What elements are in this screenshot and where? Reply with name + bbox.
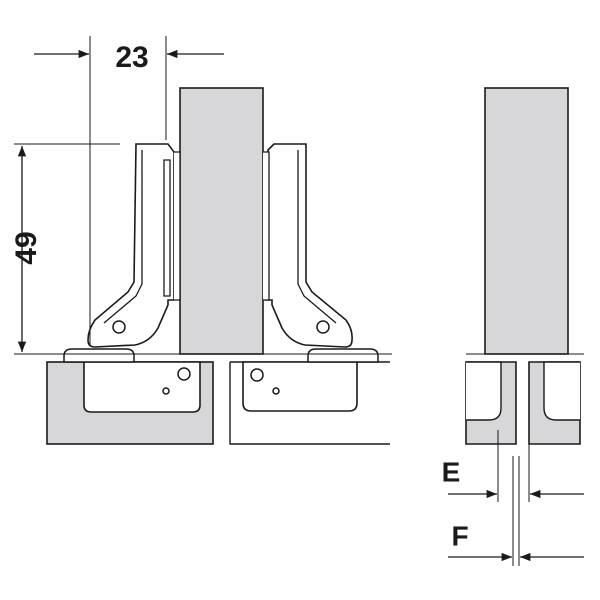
dim-23-label: 23	[115, 41, 148, 74]
left-door-panel	[179, 87, 264, 355]
center-arm-inner-line	[297, 150, 337, 324]
dimension-23: 23	[34, 41, 224, 74]
section-right-cup-cavity	[543, 361, 580, 421]
left-arm-inner-line	[103, 150, 143, 324]
dim-e-label: E	[442, 456, 461, 487]
left-base-tab	[63, 348, 135, 363]
center-base-tab	[307, 348, 379, 363]
dimension-49: 49	[10, 146, 43, 352]
left-plate-pin	[162, 387, 170, 395]
left-arm-rivet	[112, 320, 126, 334]
dim-f-label: F	[451, 520, 468, 551]
dimension-f: F	[448, 520, 584, 562]
section-left-cup-cavity	[466, 361, 502, 421]
center-hinge-arm	[265, 143, 353, 348]
center-arm-rivet	[316, 320, 330, 334]
center-cup-edge	[263, 151, 270, 301]
left-mounting-plate	[83, 361, 201, 413]
center-plate-pin	[272, 387, 280, 395]
dim-49-label: 49	[10, 231, 43, 264]
dimension-e: E	[442, 456, 584, 499]
left-cup-flange	[174, 151, 181, 301]
right-hinge-view	[229, 143, 392, 445]
left-hinge-arm	[87, 143, 175, 348]
section-view	[465, 87, 584, 566]
section-door-panel	[484, 87, 569, 355]
left-plate-screw-hole	[177, 367, 191, 381]
left-cup-edge	[163, 159, 171, 297]
center-mounting-plate	[242, 361, 358, 412]
center-plate-screw-hole	[250, 368, 264, 382]
left-hinge-view	[14, 36, 264, 445]
